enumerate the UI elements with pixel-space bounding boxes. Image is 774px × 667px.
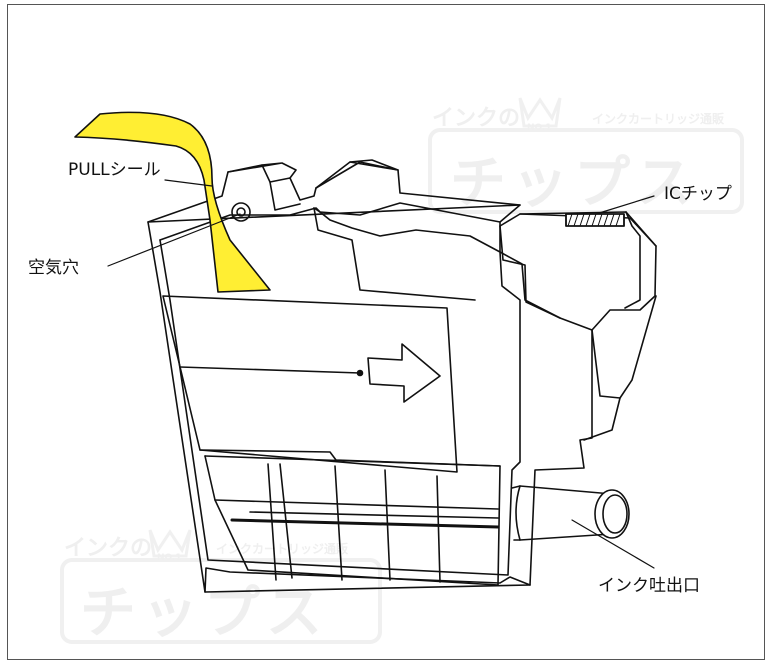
arrow-icon	[367, 343, 441, 403]
leader-air-hole	[107, 213, 241, 267]
filter-grid	[204, 455, 501, 586]
watermark-top-line: インクの	[432, 106, 521, 131]
ic-chip-lower	[591, 295, 657, 399]
arrow-dot	[356, 369, 364, 377]
leader-pull-seal	[164, 179, 213, 187]
label-air-hole: 空気穴	[28, 258, 79, 278]
top-block-1	[227, 162, 297, 179]
watermark-crown-text: NO.1	[157, 553, 182, 563]
arrow-line	[179, 366, 361, 374]
leader-ic-chip	[595, 195, 655, 215]
bottom-shoulder	[204, 567, 531, 593]
watermark-crown-text: NO.1	[527, 123, 552, 133]
ic-chip-side	[624, 211, 641, 309]
pull-seal-tape	[74, 111, 271, 293]
air-hole-icon	[236, 207, 246, 217]
front-panel-inner	[159, 207, 521, 576]
crown-icon	[148, 529, 192, 558]
cartridge-body-outline	[147, 204, 593, 593]
ic-chip-bottom	[583, 397, 621, 441]
label-panel	[162, 295, 458, 473]
watermark-brand: チップス	[80, 581, 328, 646]
label-pull-seal: PULLシール	[68, 160, 161, 180]
top-block-2	[315, 159, 399, 189]
leader-ink-outlet	[571, 519, 655, 569]
watermark-top-line: インクの	[64, 536, 153, 561]
watermark-right-line: インクカートリッジ通販	[592, 112, 725, 126]
watermark-right-line: インクカートリッジ通販	[216, 542, 349, 556]
label-ink-outlet: インク吐出口	[598, 576, 700, 596]
watermark-brand: チップス	[450, 151, 698, 216]
air-hole-ring	[231, 202, 251, 222]
ic-chip-front	[499, 213, 657, 319]
front-step	[313, 207, 476, 301]
top-slot	[269, 181, 301, 211]
ic-chip-pad-icon	[565, 213, 625, 227]
label-ic-chip: ICチップ	[664, 184, 732, 204]
ink-outlet-nozzle	[511, 485, 630, 541]
ic-chip-block	[499, 211, 657, 331]
crown-icon	[518, 97, 562, 128]
diagram-frame	[7, 4, 765, 660]
